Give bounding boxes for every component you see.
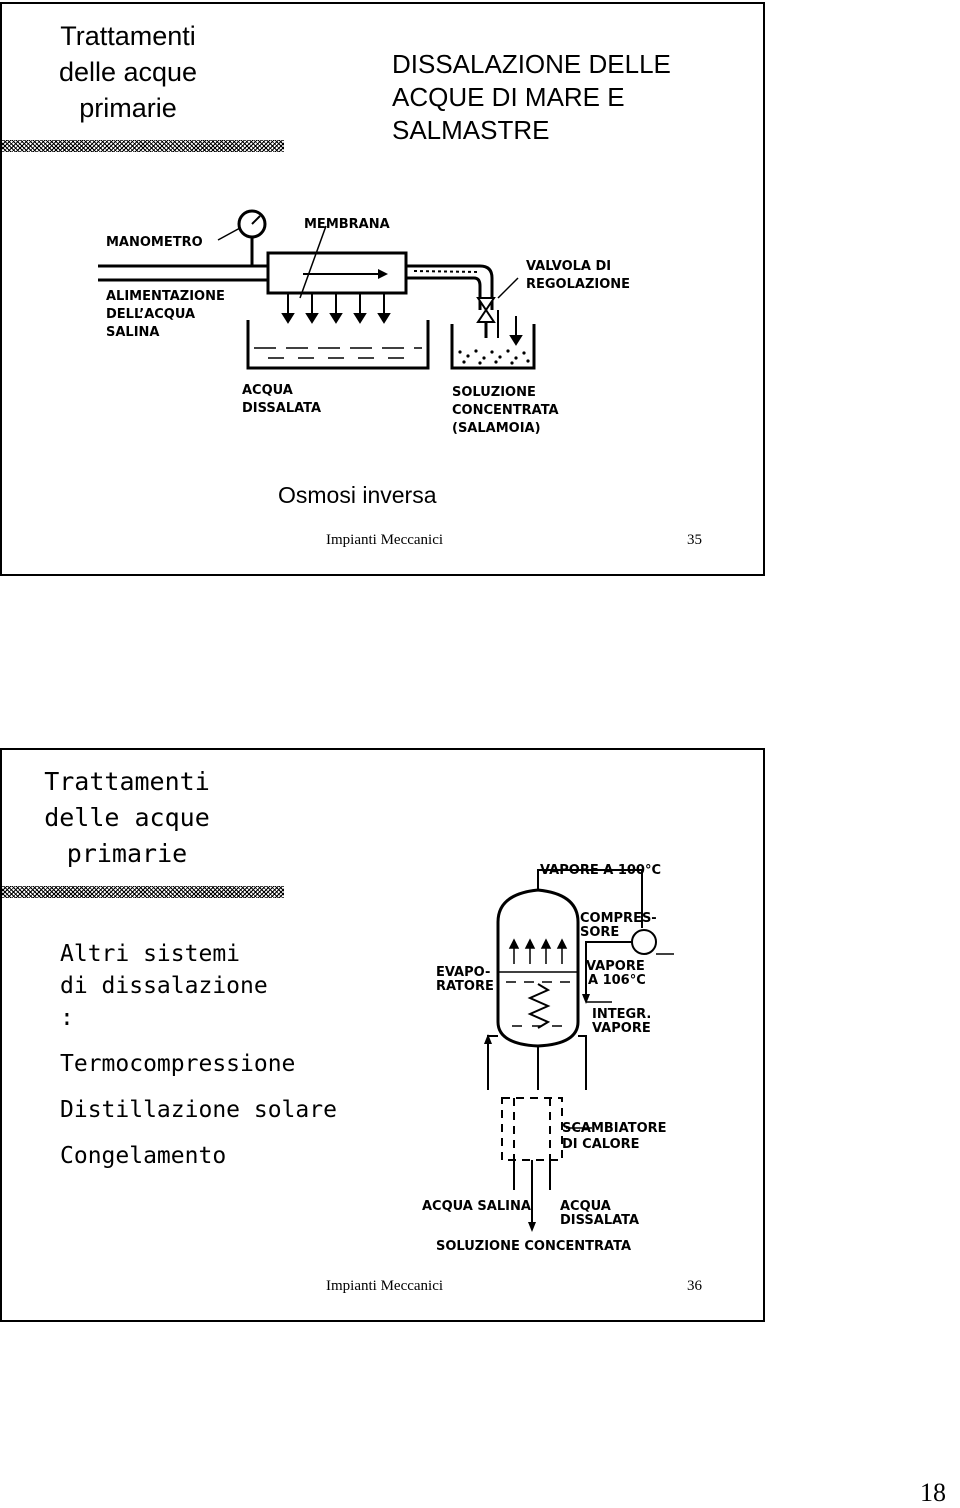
- title-divider: [2, 886, 284, 898]
- section-title: Trattamenti delle acque primarie: [44, 767, 210, 868]
- label-integr-2: VAPORE: [592, 1021, 651, 1036]
- slide-number: 35: [687, 532, 702, 548]
- label-acqua-dissalata-2: DISSALATA: [560, 1213, 639, 1228]
- label-membrana: MEMBRANA: [304, 217, 390, 232]
- label-compressore-1: COMPRES-: [580, 911, 657, 926]
- thermocompression-diagram: VAPORE A 100°C COMPRES- SORE VAPORE A 10…: [416, 850, 686, 1266]
- label-valvola-1: VALVOLA DI: [526, 259, 611, 274]
- label-evaporatore-2: RATORE: [436, 979, 494, 994]
- footer-course: Impianti Meccanici: [326, 532, 444, 548]
- label-scambiatore-2: DI CALORE: [562, 1137, 640, 1152]
- label-alimentazione-3: SALINA: [106, 325, 160, 340]
- label-acqua-2: DISSALATA: [242, 401, 321, 416]
- footer-course: Impianti Meccanici: [326, 1278, 444, 1294]
- page-number: 18: [920, 1478, 946, 1507]
- reverse-osmosis-diagram: MANOMETRO MEMBRANA ALIMENTAZIONE DELL’AC…: [88, 198, 672, 450]
- label-vapore-106-2: A 106°C: [588, 973, 646, 988]
- list-item: Congelamento: [60, 1143, 227, 1169]
- list-intro: Altri sistemi di dissalazione :: [60, 941, 268, 1031]
- section-title: Trattamenti delle acque primarie: [58, 21, 198, 123]
- label-soluzione-concentrata: SOLUZIONE CONCENTRATA: [436, 1239, 631, 1254]
- slide-number: 36: [687, 1278, 702, 1294]
- label-soluzione-1: SOLUZIONE: [452, 385, 536, 400]
- list-item: Distillazione solare: [60, 1097, 337, 1123]
- label-vapore-100: VAPORE A 100°C: [540, 863, 661, 878]
- label-soluzione-3: (SALAMOIA): [452, 421, 541, 436]
- list-item: Termocompressione: [60, 1051, 296, 1077]
- label-acqua-dissalata-1: ACQUA: [560, 1199, 611, 1214]
- diagram-caption: Osmosi inversa: [278, 482, 437, 508]
- label-scambiatore-1: SCAMBIATORE: [562, 1121, 667, 1136]
- label-alimentazione-2: DELL’ACQUA: [106, 307, 195, 322]
- slide-36: Trattamenti delle acque primarie Altri s…: [0, 748, 765, 1322]
- label-vapore-106-1: VAPORE: [586, 959, 645, 974]
- label-acqua-1: ACQUA: [242, 383, 293, 398]
- label-integr-1: INTEGR.: [592, 1007, 651, 1022]
- label-manometro: MANOMETRO: [106, 235, 203, 250]
- label-compressore-2: SORE: [580, 925, 619, 940]
- label-alimentazione-1: ALIMENTAZIONE: [106, 289, 225, 304]
- label-soluzione-2: CONCENTRATA: [452, 403, 559, 418]
- label-valvola-2: REGOLAZIONE: [526, 277, 630, 292]
- slide-35: Trattamenti delle acque primarie DISSALA…: [0, 2, 765, 576]
- title-divider: [2, 140, 284, 152]
- slide-heading: DISSALAZIONE DELLE ACQUE DI MARE E SALMA…: [392, 49, 671, 145]
- label-evaporatore-1: EVAPO-: [436, 965, 490, 980]
- desalination-systems-list: Altri sistemi di dissalazione : Termocom…: [60, 938, 337, 1186]
- label-acqua-salina: ACQUA SALINA: [422, 1199, 531, 1214]
